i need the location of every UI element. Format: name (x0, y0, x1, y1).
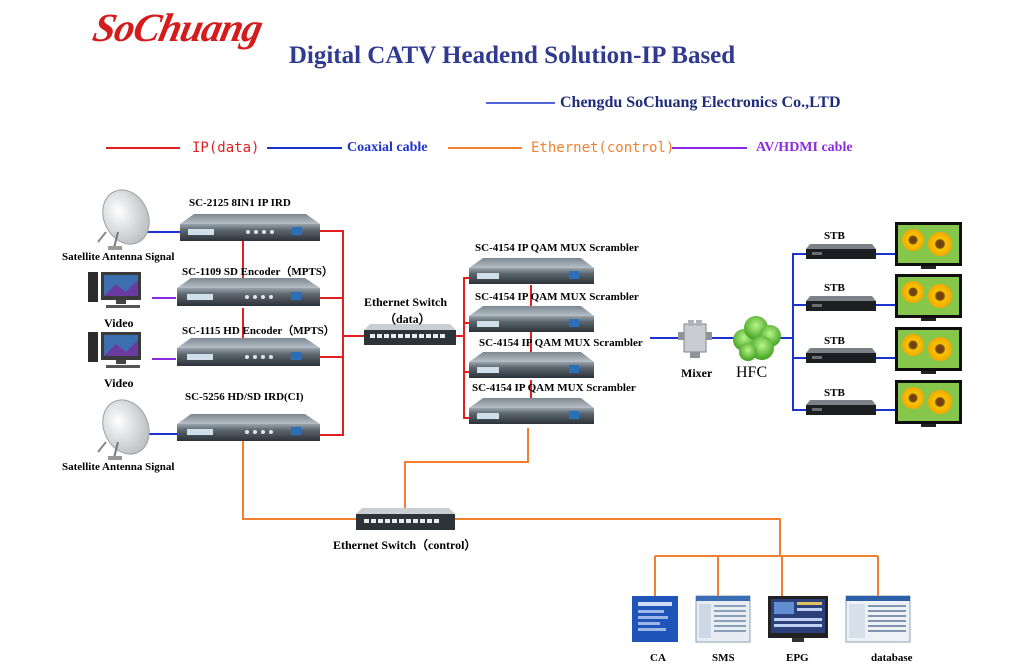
legend-ethernet-label: Ethernet(control) (531, 140, 675, 156)
device-encoder-sd (177, 278, 320, 306)
label-qam-4: SC-4154 IP QAM MUX Scrambler (472, 382, 636, 394)
ethernet-switch-data-icon (364, 324, 456, 345)
epg-monitor-icon (768, 596, 828, 642)
label-hfc: HFC (736, 364, 768, 381)
legend-ip-label: IP(data) (192, 140, 260, 156)
label-encoder-hd: SC-1115 HD Encoder（MPTS） (182, 325, 335, 337)
tv-icon (895, 274, 962, 321)
label-stb-2: STB (824, 282, 845, 294)
label-stb-3: STB (824, 335, 845, 347)
video-pc-icon (88, 332, 141, 368)
label-stb-1: STB (824, 230, 845, 242)
stb-icon (806, 348, 876, 363)
device-ird-8in1 (180, 214, 320, 241)
ip-data-links-left (242, 230, 365, 436)
label-qam-3: SC-4154 IP QAM MUX Scrambler (479, 337, 643, 349)
device-qam-4 (469, 398, 594, 424)
device-qam-3 (469, 352, 594, 378)
control-links (242, 428, 879, 596)
label-switch-data: Ethernet Switch (364, 295, 447, 309)
stb-icon (806, 244, 876, 259)
device-qam-2 (469, 306, 594, 332)
ethernet-switch-control-icon (356, 508, 455, 530)
sms-server-icon (695, 595, 751, 643)
stb-icon (806, 296, 876, 311)
satellite-dish-icon (97, 189, 150, 250)
label-switch-control: Ethernet Switch（control） (333, 538, 477, 552)
legend-av-label: AV/HDMI cable (756, 140, 853, 155)
label-epg: EPG (786, 652, 809, 664)
hfc-cloud-icon (733, 316, 781, 361)
label-mixer: Mixer (681, 366, 713, 380)
page-title: Digital CATV Headend Solution-IP Based (288, 42, 736, 69)
label-ird-8in1: SC-2125 8IN1 IP IRD (189, 197, 291, 209)
device-encoder-hd (177, 338, 320, 366)
tv-icon (895, 222, 962, 269)
legend-coax-label: Coaxial cable (347, 140, 428, 155)
satellite-dish-icon (97, 399, 150, 460)
label-ca: CA (650, 652, 666, 664)
label-satellite-1: Satellite Antenna Signal (62, 251, 175, 263)
label-encoder-sd: SC-1109 SD Encoder（MPTS） (182, 266, 333, 278)
label-video-1: Video (104, 316, 134, 330)
label-sms: SMS (712, 652, 735, 664)
database-server-icon (845, 595, 911, 643)
av-links (152, 297, 176, 360)
company-name: Chengdu SoChuang Electronics Co.,LTD (560, 94, 841, 111)
ca-server-icon (632, 596, 678, 642)
label-satellite-2: Satellite Antenna Signal (62, 461, 175, 473)
mixer-icon (678, 320, 712, 358)
label-database: database (871, 652, 913, 664)
video-pc-icon (88, 272, 141, 308)
device-qam-1 (469, 258, 594, 284)
label-video-2: Video (104, 376, 134, 390)
label-switch-data-sub: （data） (384, 312, 431, 326)
tv-icon (895, 380, 962, 427)
label-qam-2: SC-4154 IP QAM MUX Scrambler (475, 291, 639, 303)
label-stb-4: STB (824, 387, 845, 399)
device-ird-ci (177, 414, 320, 441)
tv-icon (895, 327, 962, 374)
label-ird-ci: SC-5256 HD/SD IRD(CI) (185, 391, 304, 403)
stb-icon (806, 400, 876, 415)
label-qam-1: SC-4154 IP QAM MUX Scrambler (475, 242, 639, 254)
